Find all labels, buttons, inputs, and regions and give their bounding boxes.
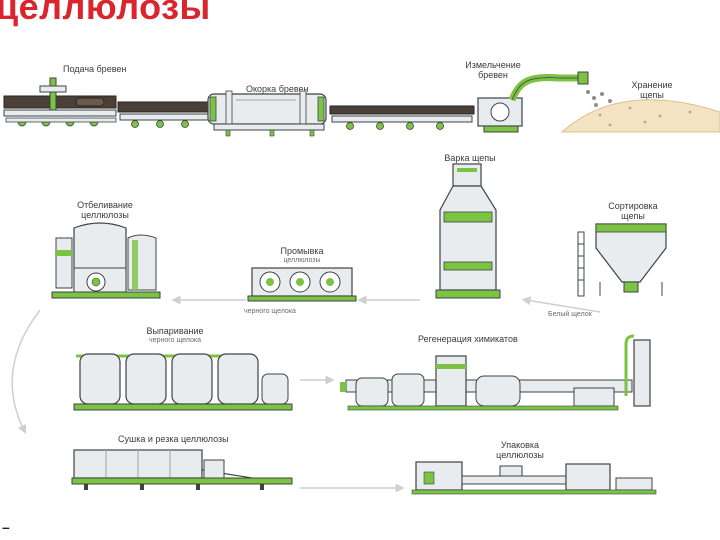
label-bleaching-line2: целлюлозы [81, 210, 129, 220]
packing-line [411, 461, 657, 495]
chemical-regeneration-plant [340, 334, 651, 411]
label-chip-sorting: Сортировка щепы [583, 201, 683, 221]
label-chipping: Измельчение бревен [443, 60, 543, 80]
label-chipping-line2: бревен [478, 70, 508, 80]
washing-drums [247, 267, 357, 302]
evaporation-tanks [73, 353, 293, 411]
log-feed-conveyor [3, 77, 117, 127]
label-debarking: Окорка бревен [246, 84, 309, 94]
label-chip-storage: Хранение щепы [612, 80, 692, 100]
chipper [477, 71, 589, 133]
label-washing: Промывка целлюлозы [252, 246, 352, 266]
label-log-feed: Подача бревен [63, 64, 127, 74]
bleaching-tanks [51, 222, 161, 299]
label-green-liquor: Белый щелок [548, 311, 592, 318]
flow-arrows [11, 295, 601, 493]
label-chip-sorting-line2: щепы [621, 211, 645, 221]
label-evaporation-line2: черного щелока [149, 337, 201, 344]
log-conveyor [117, 101, 213, 128]
page-title: целлюлозы [0, 0, 211, 27]
label-chip-sorting-line1: Сортировка [608, 201, 658, 211]
chip-storage-pile [560, 90, 720, 133]
label-chip-storage-line1: Хранение [631, 80, 673, 90]
label-evaporation: Выпаривание черного щелока [110, 326, 240, 346]
label-washing-line2: целлюлозы [283, 257, 321, 264]
drying-cutting-machine [71, 449, 293, 490]
label-drying-cutting: Сушка и резка целлюлозы [118, 434, 229, 444]
label-chipping-line1: Измельчение [465, 60, 521, 70]
footer-mark: – [2, 519, 10, 535]
label-chip-storage-line2: щепы [640, 90, 664, 100]
label-washing-line1: Промывка [280, 246, 324, 256]
label-bleaching: Отбеливание целлюлозы [50, 200, 160, 220]
cooking-digester [435, 163, 501, 299]
debarked-log-conveyor [329, 105, 475, 130]
label-black-liquor: черного щелока [244, 308, 296, 315]
label-bleaching-line1: Отбеливание [77, 200, 133, 210]
label-chip-cooking: Варка щепы [444, 153, 496, 163]
label-packing-line2: целлюлозы [496, 450, 544, 460]
label-packing-line1: Упаковка [500, 440, 540, 450]
chip-sorting-unit [577, 223, 667, 297]
label-packing: Упаковка целлюлозы [470, 440, 570, 460]
label-evaporation-line1: Выпаривание [146, 326, 204, 336]
label-chemical-regen: Регенерация химикатов [418, 334, 518, 344]
debarking-drum [207, 90, 327, 137]
